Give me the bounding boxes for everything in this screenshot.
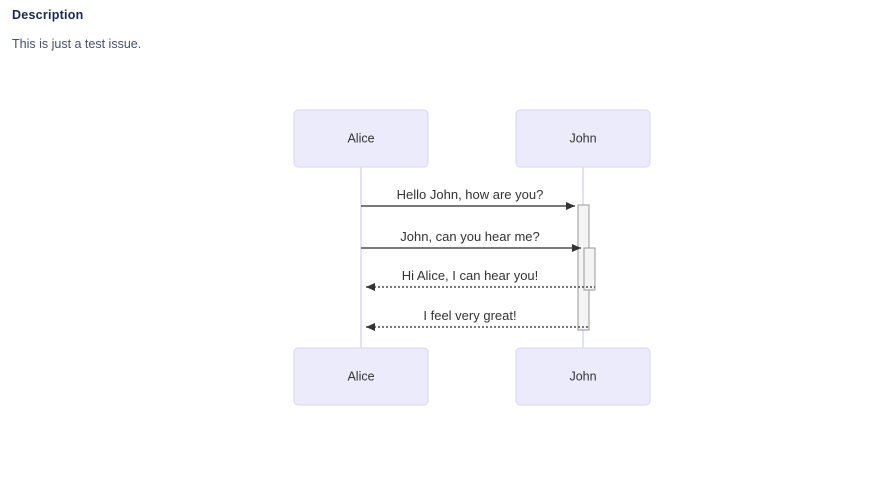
actor-label-alice-top: Alice — [347, 131, 374, 145]
activation-bar-john-level-2 — [583, 247, 596, 291]
actor-label-alice-bottom: Alice — [347, 369, 374, 383]
message-2: John, can you hear me? — [361, 229, 581, 252]
actor-label-john-top: John — [569, 131, 596, 145]
message-label-4: I feel very great! — [423, 308, 516, 323]
message-label-3: Hi Alice, I can hear you! — [402, 268, 539, 283]
actor-box-alice-top[interactable]: Alice — [293, 109, 429, 168]
actor-box-rect — [293, 347, 429, 406]
description-body-text: This is just a test issue. — [12, 37, 142, 51]
activation-bars — [577, 204, 596, 331]
message-label-2: John, can you hear me? — [400, 229, 539, 244]
message-3: Hi Alice, I can hear you! — [366, 268, 595, 291]
message-4: I feel very great! — [366, 308, 589, 331]
description-section: Description This is just a test issue. — [12, 8, 412, 52]
actor-box-alice-bottom[interactable]: Alice — [293, 347, 429, 406]
message-1: Hello John, how are you? — [361, 187, 575, 210]
actor-box-rect — [515, 109, 651, 168]
description-heading: Description — [12, 8, 84, 22]
message-label-1: Hello John, how are you? — [397, 187, 544, 202]
actor-box-rect — [515, 347, 651, 406]
actor-label-john-bottom: John — [569, 369, 596, 383]
actor-box-john-top[interactable]: John — [515, 109, 651, 168]
actor-box-rect — [293, 109, 429, 168]
actor-box-john-bottom[interactable]: John — [515, 347, 651, 406]
